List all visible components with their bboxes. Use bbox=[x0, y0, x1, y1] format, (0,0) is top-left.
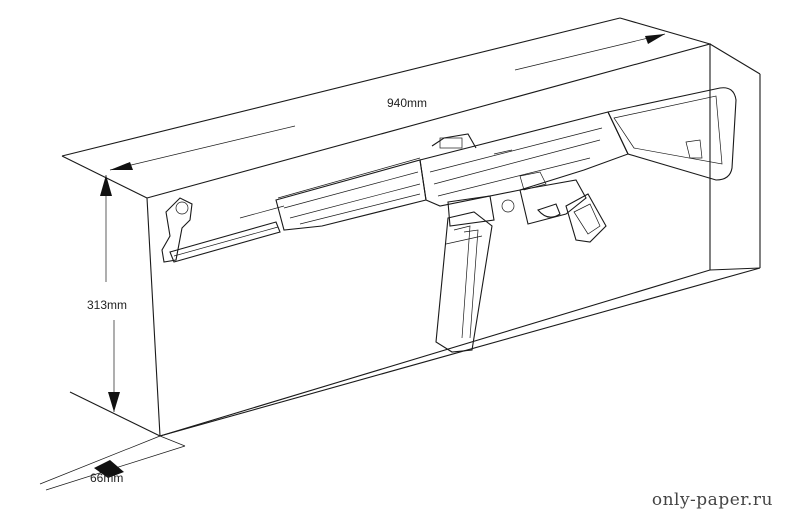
height-dimension bbox=[100, 175, 120, 412]
dimension-arrow bbox=[110, 162, 133, 170]
depth-dimension bbox=[94, 460, 124, 478]
dimension-arrow bbox=[108, 392, 120, 412]
display-box-outline bbox=[39, 17, 761, 491]
height-label: 313mm bbox=[87, 298, 128, 312]
depth-label: 66mm bbox=[90, 471, 124, 485]
length-label: 940mm bbox=[387, 96, 428, 110]
dimension-arrow bbox=[94, 460, 124, 478]
watermark: only-paper.ru bbox=[651, 490, 773, 510]
dimension-arrow bbox=[645, 34, 665, 44]
assault-rifle-drawing bbox=[161, 87, 737, 353]
length-dimension bbox=[109, 33, 666, 171]
dimension-arrow bbox=[100, 175, 112, 196]
